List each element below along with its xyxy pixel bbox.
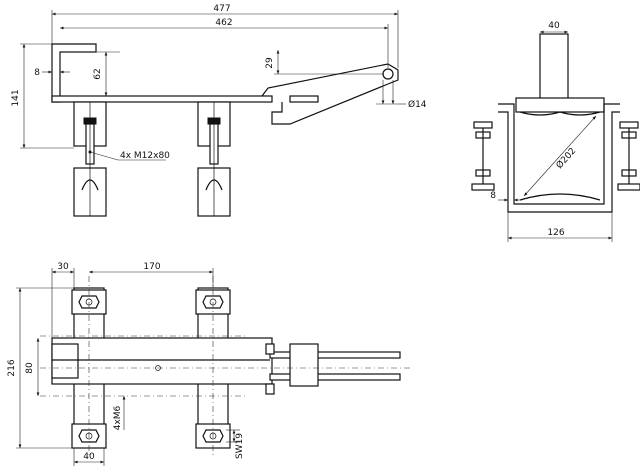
dim-170: 170	[143, 262, 160, 272]
dim-80: 80	[25, 362, 35, 374]
dim-base-40: 40	[83, 452, 95, 462]
wrench-size: SW19	[235, 433, 245, 459]
side-view: 477 462 141 8 62 29 Ø14 4x M12x80	[11, 4, 427, 217]
left-bolt	[471, 121, 495, 191]
slot-plate	[289, 95, 319, 103]
top-slot-plate	[289, 343, 319, 387]
dim-8: 8	[34, 68, 40, 78]
holes-label: 4xM6	[113, 405, 123, 430]
top-block	[539, 33, 569, 103]
dim-hole-dia: Ø14	[408, 99, 427, 110]
dim-clamp-span: 126	[547, 228, 564, 238]
dim-141: 141	[11, 89, 21, 106]
right-clamp-assembly	[197, 101, 231, 217]
arm-hole	[382, 68, 394, 80]
left-clamp-assembly	[73, 101, 107, 217]
dim-clamp-width: 40	[548, 21, 560, 31]
dim-29: 29	[265, 57, 275, 69]
u-frame	[498, 103, 620, 205]
right-bolt	[617, 121, 640, 191]
dim-477: 477	[213, 4, 230, 14]
top-view: 30 170 216 80 40 4xM6 SW19	[7, 262, 410, 466]
top-hook	[51, 43, 97, 103]
top-main-bar	[51, 337, 273, 385]
bolts-label: 4x M12x80	[120, 151, 170, 161]
dim-clamp-thickness: 8	[490, 191, 496, 201]
dim-30: 30	[57, 262, 69, 272]
dim-462: 462	[215, 18, 232, 28]
end-view: 40 Ø202 8 126	[471, 21, 640, 242]
dim-62: 62	[93, 68, 103, 79]
main-bar	[51, 95, 273, 103]
bracket-arm	[261, 63, 399, 125]
dim-216: 216	[7, 359, 17, 376]
